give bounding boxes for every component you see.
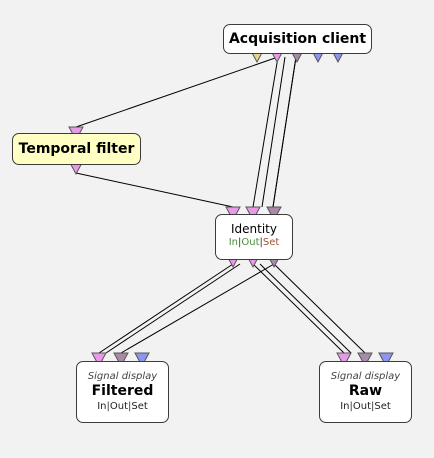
connection-line[interactable]	[75, 172, 234, 208]
node-title: Acquisition client	[228, 31, 367, 47]
out-label[interactable]: Out	[352, 401, 371, 412]
raw-display-node[interactable]: Signal display Raw In|Out|Set	[319, 361, 412, 423]
raw-input-port[interactable]	[357, 352, 373, 368]
connection-lines	[75, 56, 366, 354]
out-label[interactable]: Out	[241, 237, 260, 248]
node-title: Temporal filter	[18, 141, 135, 157]
in-label[interactable]: In	[97, 401, 107, 412]
connection-line[interactable]	[105, 263, 241, 354]
connection-line[interactable]	[98, 263, 234, 354]
set-label[interactable]: Set	[131, 401, 148, 412]
node-subtitle: Signal display	[87, 371, 158, 382]
identity-input-port[interactable]	[266, 206, 282, 222]
temporal-filter-node[interactable]: Temporal filter	[12, 133, 141, 165]
raw-input-port[interactable]	[378, 352, 394, 368]
identity-input-port[interactable]	[245, 206, 261, 222]
identity-input-port[interactable]	[225, 206, 241, 222]
connection-line[interactable]	[252, 263, 345, 354]
out-label[interactable]: Out	[109, 401, 128, 412]
node-io-labels: In|Out|Set	[228, 237, 280, 248]
node-io-labels: In|Out|Set	[97, 401, 148, 412]
connection-line[interactable]	[252, 56, 279, 208]
in-label[interactable]: In	[228, 237, 238, 248]
filtered-input-port[interactable]	[113, 352, 129, 368]
node-name: Identity	[231, 222, 277, 236]
connection-line[interactable]	[75, 56, 279, 128]
raw-input-port[interactable]	[336, 352, 352, 368]
filtered-input-port[interactable]	[91, 352, 107, 368]
node-io-labels: In|Out|Set	[340, 401, 391, 412]
connection-line[interactable]	[261, 56, 286, 208]
filtered-input-port[interactable]	[134, 352, 150, 368]
set-label[interactable]: Set	[262, 237, 280, 248]
node-subtitle: Signal display	[330, 371, 401, 382]
connection-line[interactable]	[259, 263, 352, 354]
identity-node[interactable]: Identity In|Out|Set	[215, 214, 293, 260]
connection-line[interactable]	[273, 263, 366, 354]
ports	[68, 48, 394, 368]
acquisition-client-node[interactable]: Acquisition client	[223, 24, 372, 54]
in-label[interactable]: In	[340, 401, 350, 412]
set-label[interactable]: Set	[374, 401, 391, 412]
connection-line[interactable]	[120, 263, 275, 354]
filtered-display-node[interactable]: Signal display Filtered In|Out|Set	[76, 361, 169, 423]
node-title: Raw	[348, 383, 383, 399]
connection-line[interactable]	[272, 56, 297, 208]
node-title: Filtered	[91, 383, 154, 399]
